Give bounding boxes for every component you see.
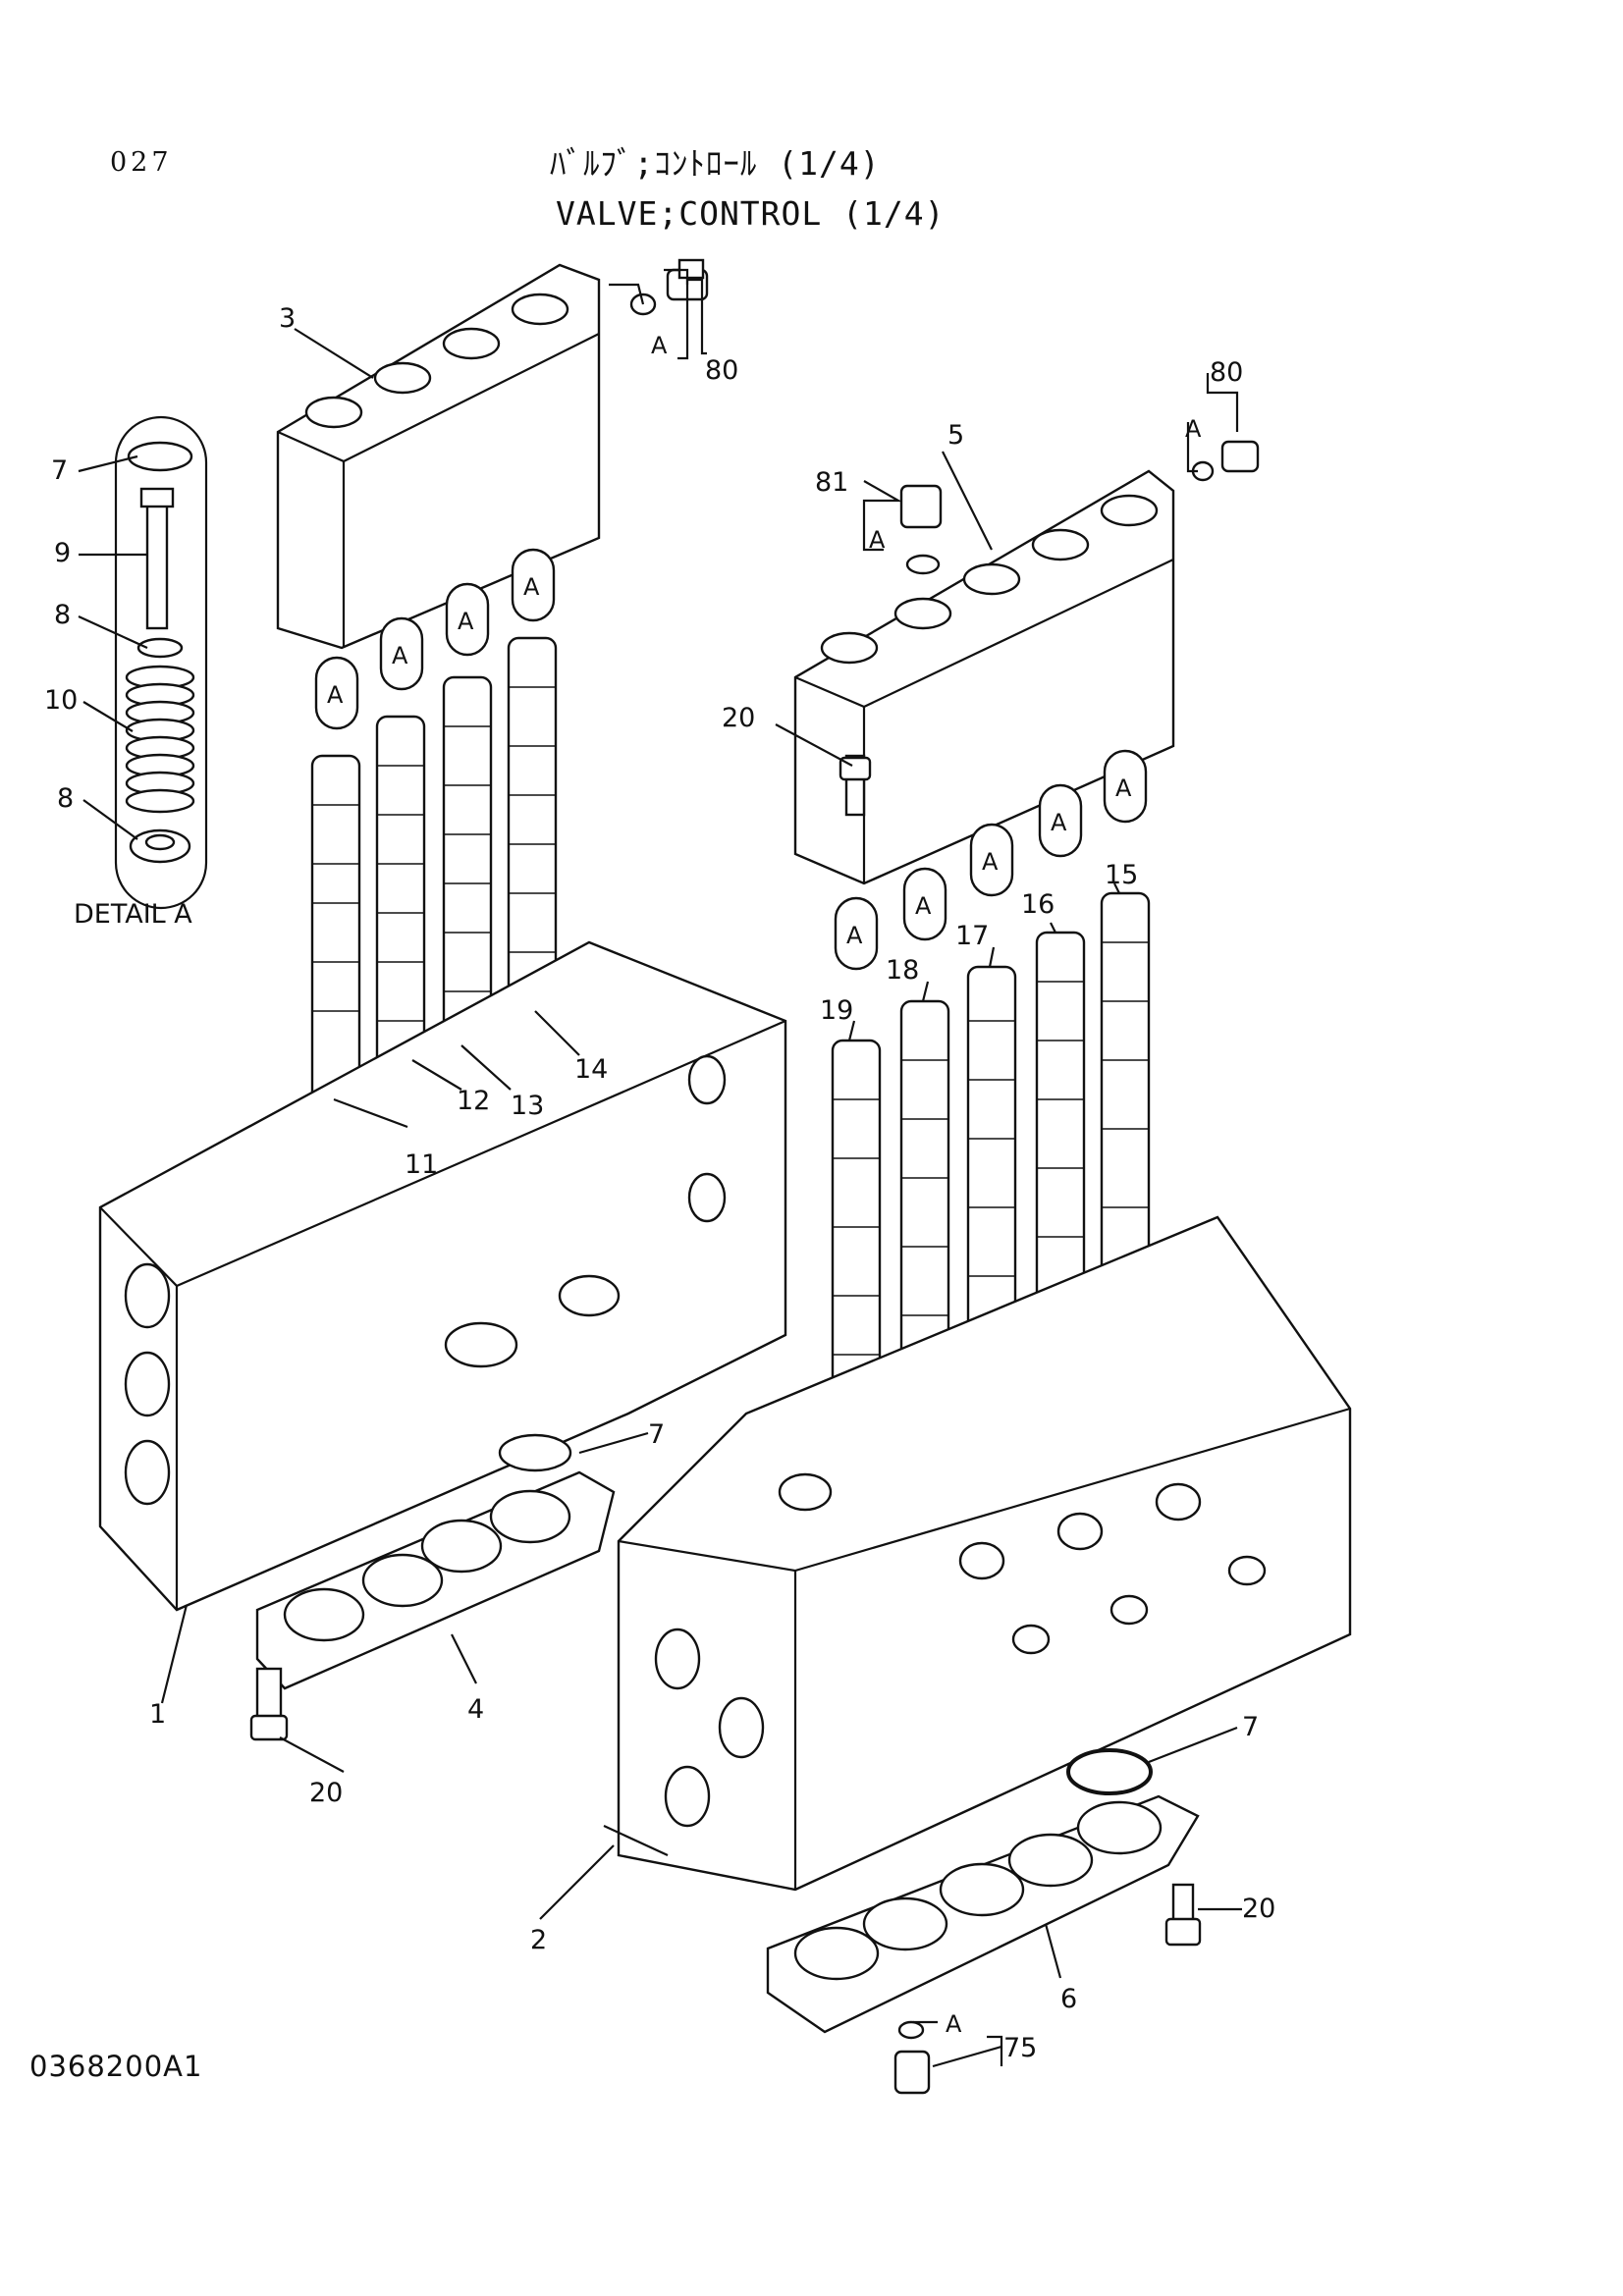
- callout-20: 20: [722, 703, 755, 733]
- callout-labels: 3 7 9 8 10 8 11 12 13 14 7 1 4 20 80 80 …: [44, 303, 1275, 2063]
- left-a-markers: A A A A: [314, 548, 556, 730]
- callout-9: 9: [54, 538, 71, 568]
- spool-18: [899, 999, 950, 1386]
- spool-12: [375, 715, 426, 1092]
- bolt-20-right-cover: [839, 754, 872, 817]
- a-marker: A: [523, 573, 540, 601]
- left-plate-4: [255, 1470, 616, 1690]
- spool-17: [966, 965, 1017, 1342]
- right-a-markers: A A A A A: [834, 749, 1148, 971]
- a-marker: A: [846, 922, 863, 949]
- detail-bolt-head: [139, 487, 175, 508]
- drawing-number: 0368200A1: [29, 2050, 203, 2083]
- callout-16: 16: [1021, 889, 1055, 920]
- callout-20: 20: [309, 1778, 343, 1808]
- plug-80-left: [629, 258, 709, 316]
- callout-20: 20: [1242, 1894, 1275, 1924]
- detail-a-capsule-outline: [114, 415, 208, 910]
- left-o-ring-7: [498, 1433, 572, 1472]
- callout-11: 11: [405, 1149, 438, 1180]
- callout-13: 13: [511, 1091, 544, 1121]
- callout-7: 7: [1242, 1712, 1259, 1742]
- callout-1: 1: [149, 1699, 166, 1730]
- plug-80-right: [1191, 440, 1260, 482]
- a-marker: A: [915, 892, 932, 920]
- callout-80: 80: [705, 355, 738, 386]
- detail-spring: [125, 665, 195, 814]
- right-plate-6: [766, 1794, 1200, 2034]
- callout-75: 75: [1003, 2033, 1037, 2063]
- right-cover-5: [793, 469, 1175, 885]
- title-english: VALVE;CONTROL (1/4): [556, 194, 946, 233]
- page-number: 027: [110, 147, 173, 178]
- a-marker: A: [982, 848, 999, 876]
- callout-10: 10: [44, 685, 78, 716]
- right-housing-2: [617, 1215, 1352, 1892]
- leader-lines: [78, 268, 1242, 2068]
- spool-16: [1035, 931, 1086, 1308]
- callout-17: 17: [955, 921, 989, 951]
- plug-75: [893, 2020, 931, 2095]
- callout-14: 14: [574, 1054, 608, 1085]
- detail-spring-seat-top: [136, 637, 184, 659]
- a-marker: A: [1051, 809, 1067, 836]
- a-marker: A: [327, 681, 344, 709]
- callout-6: 6: [1060, 1984, 1077, 2014]
- detail-a-inset: [114, 415, 208, 910]
- detail-o-ring: [127, 441, 193, 472]
- left-bolt-20: [249, 1667, 289, 1741]
- callout-80: 80: [1210, 357, 1243, 388]
- detail-bolt: [145, 489, 169, 630]
- spool-15: [1100, 891, 1151, 1278]
- right-spool-set: [831, 891, 1151, 1425]
- a-marker: A: [392, 642, 408, 669]
- callout-81: 81: [815, 467, 848, 498]
- callout-18: 18: [886, 955, 919, 986]
- a-leader-label: A: [651, 332, 668, 359]
- detail-a-label: DETAIL A: [74, 899, 192, 930]
- left-housing-1: [98, 940, 787, 1612]
- leader-a-labels: A A A A: [651, 332, 1202, 2038]
- callout-12: 12: [457, 1086, 490, 1116]
- callout-15: 15: [1105, 860, 1138, 890]
- callout-7: 7: [648, 1419, 665, 1450]
- right-bolt-20: [1164, 1883, 1202, 1947]
- a-leader-label: A: [869, 526, 886, 554]
- callout-8: 8: [54, 600, 71, 630]
- callout-4: 4: [467, 1694, 484, 1725]
- callout-2: 2: [530, 1925, 547, 1955]
- a-leader-label: A: [946, 2010, 962, 2038]
- callout-5: 5: [947, 420, 964, 451]
- a-marker: A: [1115, 774, 1132, 802]
- right-o-ring-7: [1066, 1748, 1153, 1795]
- left-cover-3: [276, 263, 601, 650]
- a-leader-label: A: [1185, 415, 1202, 443]
- plug-81: [899, 484, 943, 575]
- callout-8: 8: [57, 783, 74, 814]
- callout-19: 19: [820, 995, 853, 1026]
- a-marker: A: [458, 608, 474, 635]
- title-japanese: ﾊﾞﾙﾌﾞ;ｺﾝﾄﾛｰﾙ (1/4): [550, 144, 881, 183]
- callout-3: 3: [279, 303, 296, 334]
- callout-7: 7: [51, 455, 68, 486]
